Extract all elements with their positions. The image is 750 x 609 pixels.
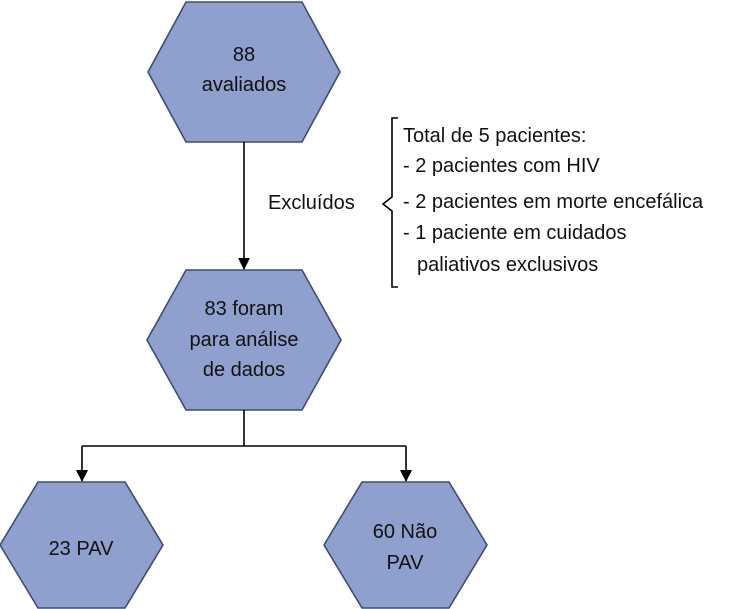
node-nao-pav-shape xyxy=(323,481,488,609)
node-nao-pav-line-2: PAV xyxy=(386,552,424,574)
exclusion-item: - 2 pacientes com HIV xyxy=(403,155,600,177)
excluded-label: Excluídos xyxy=(268,192,355,214)
node-evaluated-shape xyxy=(147,1,341,143)
node-analysed-shape xyxy=(146,269,342,411)
node-evaluated-line-2: avaliados xyxy=(202,74,287,96)
exclusion-item: - 2 pacientes em morte encefálica xyxy=(403,191,704,213)
node-analysed-line-1: 83 foram xyxy=(205,298,284,320)
node-analysed-line-2: para análise xyxy=(190,329,299,351)
exclusion-item: - 1 paciente em cuidados xyxy=(403,222,626,244)
exclusion-brace xyxy=(381,117,398,288)
node-pav-line-1: 23 PAV xyxy=(49,538,115,560)
exclusion-item-continuation: paliativos exclusivos xyxy=(417,254,598,276)
node-nao-pav-line-1: 60 Não xyxy=(373,521,438,543)
node-evaluated-line-1: 88 xyxy=(233,44,255,66)
node-analysed-line-3: de dados xyxy=(203,359,285,381)
exclusion-title: Total de 5 pacientes: xyxy=(403,125,586,147)
node-pav-shape xyxy=(0,481,164,609)
